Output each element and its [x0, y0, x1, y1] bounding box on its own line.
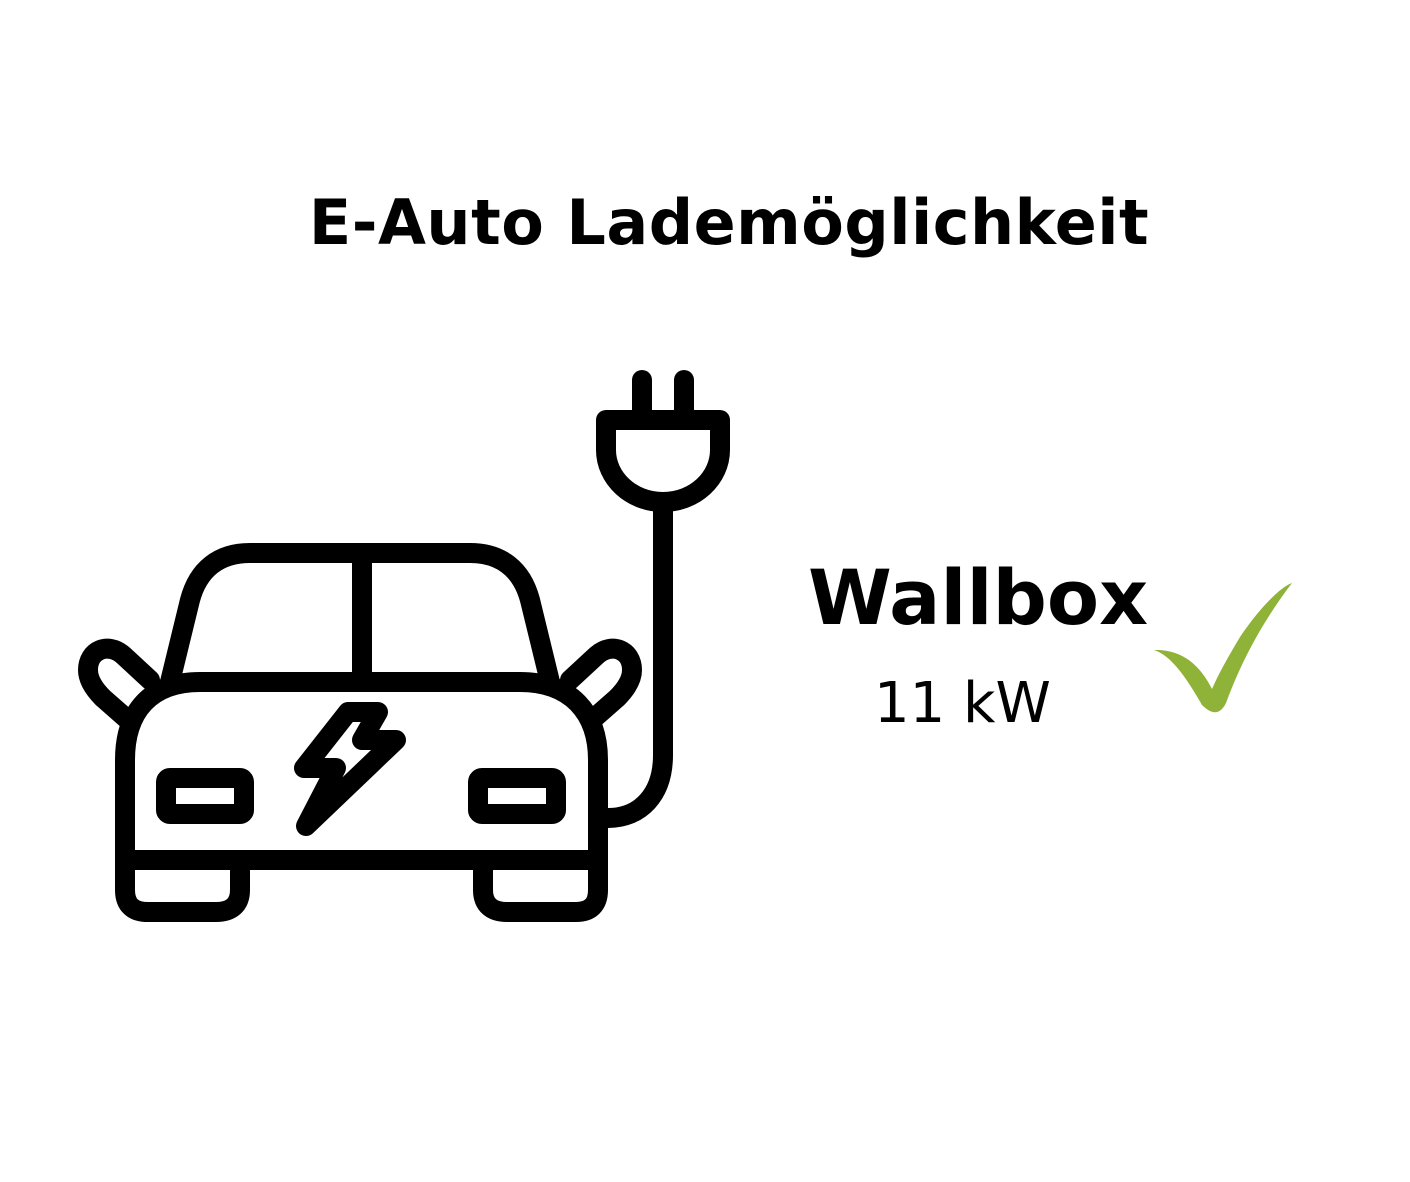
page-title: E-Auto Lademöglichkeit: [308, 186, 1150, 259]
electric-car-plug-icon: [78, 370, 730, 922]
checkmark-icon: [1154, 583, 1292, 713]
charger-type-label: Wallbox: [808, 553, 1149, 642]
charger-power-label: 11 kW: [874, 671, 1051, 736]
